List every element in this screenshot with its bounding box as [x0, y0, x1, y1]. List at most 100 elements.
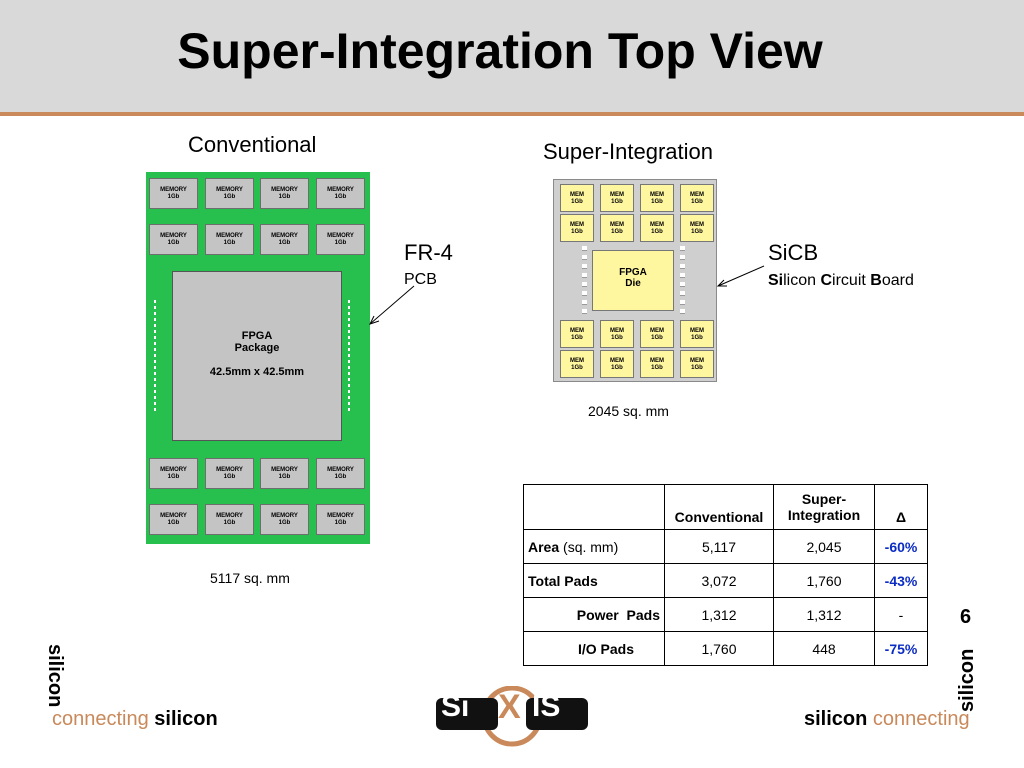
cell-super: 448: [773, 631, 875, 666]
memory-chip-label: MEMORY: [327, 513, 354, 519]
slide-title: Super-Integration Top View: [177, 23, 823, 79]
sicb-memory-label: MEM: [690, 328, 704, 334]
memory-chip-size: 1Gb: [167, 520, 180, 526]
sicb-memory-size: 1Gb: [691, 335, 703, 341]
memory-chip-label: MEMORY: [216, 467, 243, 473]
sicb-memory-label: MEM: [690, 192, 704, 198]
memory-chip-label: MEMORY: [271, 467, 298, 473]
table-row: I/O Pads 1,760 448 -75%: [523, 631, 928, 666]
right-bottom-brand: silicon connecting: [804, 708, 970, 730]
sicb-memory-size: 1Gb: [651, 199, 663, 205]
memory-chip-label: MEMORY: [271, 513, 298, 519]
sicb-memory-size: 1Gb: [651, 229, 663, 235]
pcb-via-row: [154, 300, 156, 412]
memory-chip-size: 1Gb: [278, 240, 291, 246]
super-caption: Super-Integration: [543, 139, 713, 164]
table-header-delta: Δ: [874, 484, 928, 530]
sicb-label: SiCB: [768, 240, 819, 265]
memory-chip-label: MEMORY: [160, 467, 187, 473]
memory-chip-size: 1Gb: [223, 240, 236, 246]
sicb-memory-size: 1Gb: [691, 229, 703, 235]
page-number: 6: [960, 606, 972, 628]
fpga-die-label: Die: [625, 278, 641, 289]
sicb-memory-label: MEM: [610, 358, 624, 364]
memory-chip-label: MEMORY: [160, 233, 187, 239]
sicb-memory-label: MEM: [610, 192, 624, 198]
cell-conventional: 3,072: [664, 563, 774, 598]
sicb-memory-label: MEM: [650, 192, 664, 198]
memory-chip-size: 1Gb: [223, 194, 236, 200]
row-label: Total Pads: [523, 563, 665, 598]
memory-chip-label: MEMORY: [216, 187, 243, 193]
sicb-memory-size: 1Gb: [691, 199, 703, 205]
sicb-memory-label: MEM: [650, 358, 664, 364]
sicb-pad-row: [582, 246, 587, 314]
sicb-memory-size: 1Gb: [571, 199, 583, 205]
cell-super: 1,312: [773, 597, 875, 632]
memory-chip-size: 1Gb: [334, 474, 347, 480]
conventional-area: 5117 sq. mm: [210, 570, 290, 586]
table-header-row: Conventional Super-Integration Δ: [523, 484, 928, 530]
memory-chip-size: 1Gb: [167, 474, 180, 480]
memory-chip-size: 1Gb: [278, 194, 291, 200]
memory-chip-label: MEMORY: [271, 233, 298, 239]
table-header-super: Super-Integration: [773, 484, 875, 530]
fr4-arrow: [369, 285, 415, 325]
memory-chip-size: 1Gb: [278, 520, 291, 526]
cell-delta: -: [874, 597, 928, 632]
memory-chip-size: 1Gb: [334, 520, 347, 526]
right-vertical-brand: silicon: [956, 648, 978, 712]
table-row: Power Pads 1,312 1,312 -: [523, 597, 928, 632]
sicb-memory-size: 1Gb: [611, 335, 623, 341]
memory-chip-size: 1Gb: [167, 240, 180, 246]
sicb-memory-size: 1Gb: [611, 229, 623, 235]
cell-conventional: 5,117: [664, 529, 774, 564]
logo-is: IS: [532, 690, 561, 723]
conventional-caption: Conventional: [188, 132, 317, 157]
row-label: Power Pads: [523, 597, 665, 632]
memory-chip-label: MEMORY: [327, 467, 354, 473]
table-header-corner: [523, 484, 665, 530]
comparison-table: Conventional Super-Integration Δ Area (s…: [523, 484, 928, 666]
sicb-memory-label: MEM: [610, 222, 624, 228]
cell-super: 2,045: [773, 529, 875, 564]
cell-delta: -75%: [874, 631, 928, 666]
sicb-memory-label: MEM: [690, 222, 704, 228]
cell-conventional: 1,760: [664, 631, 774, 666]
sicb-memory-label: MEM: [650, 328, 664, 334]
sicb-memory-size: 1Gb: [691, 365, 703, 371]
sicb-memory-size: 1Gb: [571, 365, 583, 371]
sicb-memory-label: MEM: [690, 358, 704, 364]
sicb-memory-label: MEM: [570, 328, 584, 334]
logo-si: Si: [441, 690, 470, 723]
fpga-package-label: Package: [234, 342, 280, 354]
row-label: Area (sq. mm): [523, 529, 665, 564]
cell-super: 1,760: [773, 563, 875, 598]
